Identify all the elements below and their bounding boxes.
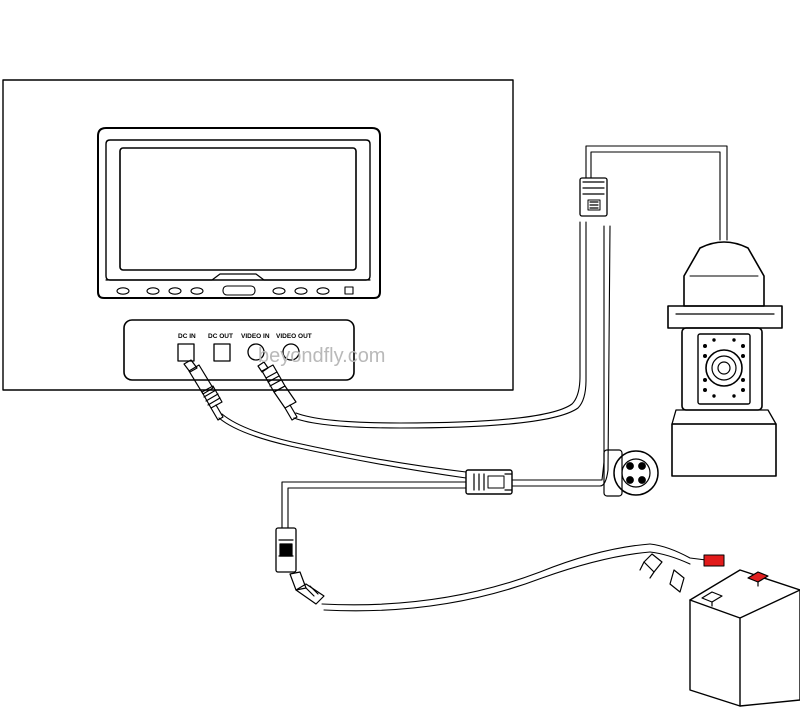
red-terminal-clip [703,554,725,567]
dc-cable [218,417,467,479]
video-cable [293,221,587,429]
dc-out-label: DC OUT [208,333,233,340]
cable-connector [579,177,608,217]
video-in-port [247,343,265,361]
monitor-buttons [116,285,354,296]
video-rca-plug [257,361,298,421]
aviation-connector [603,449,659,497]
dc-plug [183,359,224,421]
power-split-plug [275,527,325,605]
camera-cable-top [585,145,728,241]
dc-out-port [213,343,231,362]
power-branch [281,481,467,529]
splitter-to-plug [511,225,605,481]
underwater-camera [667,241,783,477]
watermark: beyondfly.com [258,345,385,367]
video-in-label: VIDEO IN [241,333,270,340]
power-cable [321,543,651,606]
monitor-screen [119,147,357,271]
cables [218,145,728,612]
video-out-port [282,343,300,361]
dc-in-label: DC IN [178,333,196,340]
rear-connector-panel [123,319,355,381]
video-out-label: VIDEO OUT [276,333,312,340]
battery-clips [639,553,725,593]
enclosure-panel [2,79,514,391]
battery [689,569,800,707]
y-splitter [465,469,513,495]
monitor [97,127,381,299]
dc-in-port [177,343,195,362]
